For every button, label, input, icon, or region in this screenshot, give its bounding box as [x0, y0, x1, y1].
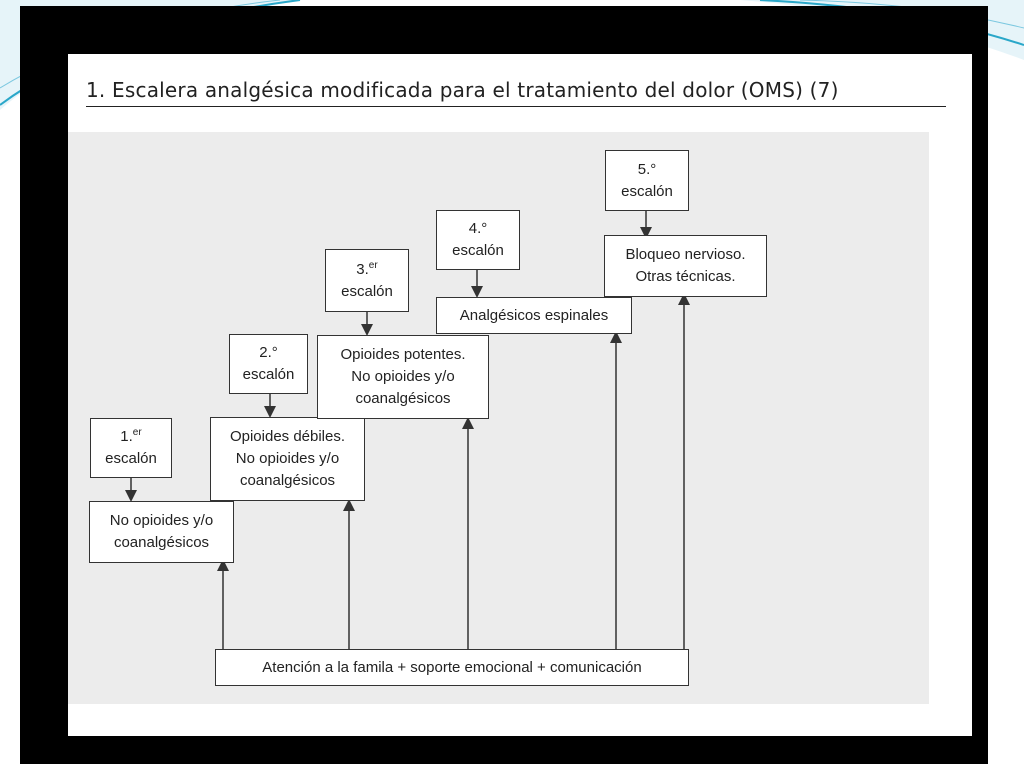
step-1-treatment-line-1: No opioides y/o: [109, 512, 214, 529]
step-3-number: 3.er: [356, 259, 378, 278]
step-4-label: escalón: [452, 242, 504, 259]
step-3-treatment-line-3: coanalgésicos: [355, 390, 451, 407]
connector-arrows: [125, 211, 690, 649]
step-2-treatment-line-2: No opioides y/o: [235, 450, 340, 467]
figure-title: 1. Escalera analgésica modificada para e…: [86, 78, 839, 102]
step-5-treatment-box: Bloqueo nervioso. Otras técnicas.: [604, 235, 767, 297]
step-2-treatment-line-1: Opioides débiles.: [229, 428, 346, 445]
step-4-number: 4.°: [468, 220, 488, 237]
step-3-treatment-box: Opioides potentes. No opioides y/o coana…: [317, 335, 489, 419]
step-5-treatment-line-1: Bloqueo nervioso.: [625, 246, 746, 263]
title-underline: [86, 106, 946, 107]
step-2-number: 2.°: [259, 344, 278, 361]
step-4-treatment-box: Analgésicos espinales: [436, 297, 632, 334]
step-4-treatment-line-1: Analgésicos espinales: [459, 306, 609, 324]
step-5-number: 5.°: [637, 160, 657, 178]
step-5-label: escalón: [621, 182, 673, 200]
step-3-label: escalón: [341, 282, 393, 300]
step-1-treatment-line-2: coanalgésicos: [113, 534, 210, 551]
step-2-label-box: 2.° escalón: [229, 334, 308, 394]
base-support-text: Atención a la famila + soporte emocional…: [262, 658, 642, 676]
step-5-label-box: 5.° escalón: [605, 150, 689, 211]
step-1-number: 1.er: [120, 427, 142, 446]
step-3-treatment-line-1: Opioides potentes.: [340, 346, 466, 363]
step-4-label-box: 4.° escalón: [436, 210, 520, 270]
step-5-treatment-line-2: Otras técnicas.: [635, 268, 736, 285]
base-support-box: Atención a la famila + soporte emocional…: [215, 649, 689, 686]
step-1-label: escalón: [105, 450, 157, 467]
step-1-treatment-box: No opioides y/o coanalgésicos: [89, 501, 234, 563]
step-3-treatment-line-2: No opioides y/o: [351, 368, 455, 385]
base-arrows: [217, 293, 690, 649]
step-2-label: escalón: [242, 366, 295, 383]
step-2-treatment-line-3: coanalgésicos: [239, 472, 336, 489]
step-arrows: [125, 211, 652, 502]
step-3-label-box: 3.er escalón: [325, 249, 409, 312]
analgesic-ladder-diagram: 1.er escalón No opioides y/o coanalgésic…: [68, 132, 929, 704]
step-1-label-box: 1.er escalón: [90, 418, 172, 478]
step-2-treatment-box: Opioides débiles. No opioides y/o coanal…: [210, 417, 365, 501]
